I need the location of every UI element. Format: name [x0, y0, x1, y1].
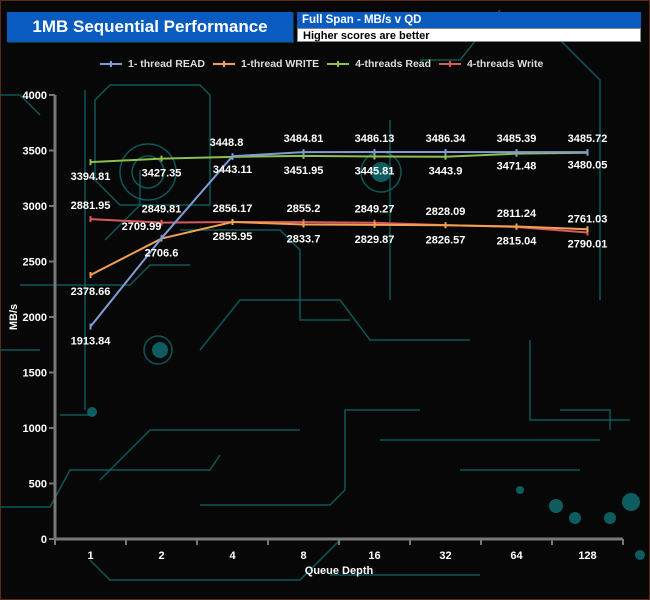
- circuit-trace: [0, 454, 221, 508]
- circuit-ring: [131, 155, 165, 189]
- x-tick-label: 32: [439, 550, 451, 562]
- legend-label: 4-threads Read: [355, 58, 432, 70]
- data-label: 3448.8: [210, 137, 244, 149]
- series-line-1t-write: [90, 220, 588, 276]
- y-tick-label: 2500: [23, 257, 47, 269]
- circuit-trace: [560, 409, 611, 430]
- y-tick-label: 0: [41, 534, 47, 546]
- circuit-trace: [104, 204, 141, 241]
- circuit-pad: [622, 493, 640, 511]
- chart-subtitle: Full Span - MB/s v QD: [297, 12, 641, 28]
- legend-label: 1- thread READ: [128, 58, 206, 70]
- circuit-trace: [99, 429, 300, 481]
- legend-swatch-1t-read: [100, 61, 122, 67]
- data-label: 2856.17: [213, 203, 253, 215]
- x-tick-label: 4: [229, 550, 236, 562]
- data-label: 3484.81: [284, 133, 324, 145]
- legend-label: 1-thread WRITE: [241, 58, 320, 70]
- data-label: 3485.39: [497, 133, 537, 145]
- circuit-pad: [635, 550, 645, 560]
- data-label: 2881.95: [71, 200, 111, 212]
- legend-swatch-4t-write: [439, 61, 462, 67]
- circuit-trace: [180, 229, 350, 321]
- data-label: 2855.2: [287, 203, 321, 215]
- data-label: 3485.72: [568, 133, 608, 145]
- data-label: 2761.03: [568, 214, 608, 226]
- y-tick-label: 4000: [23, 90, 47, 102]
- series-line-1t-read: [89, 151, 588, 328]
- circuit-trace: [94, 84, 211, 206]
- data-label: 2709.99: [122, 221, 162, 233]
- data-label: 2849.27: [355, 204, 395, 216]
- circuit-pad: [371, 162, 391, 182]
- data-label: 3471.48: [497, 161, 537, 173]
- data-label: 3451.95: [284, 165, 324, 177]
- data-label: 3427.35: [142, 168, 182, 180]
- circuit-trace: [529, 340, 630, 421]
- circuit-trace: [199, 299, 470, 351]
- y-tick-label: 2000: [23, 312, 47, 324]
- x-axis-label: Queue Depth: [305, 565, 374, 577]
- legend-swatch-4t-read: [327, 61, 350, 67]
- circuit-pad: [516, 486, 524, 494]
- circuit-ring: [143, 335, 173, 365]
- legend-item-4t-write: 4-threads Write: [439, 58, 543, 70]
- x-tick-label: 2: [158, 550, 164, 562]
- data-label: 2790.01: [568, 238, 608, 250]
- circuit-trace: [0, 94, 41, 116]
- circuit-trace: [20, 264, 190, 286]
- x-tick-label: 8: [300, 550, 306, 562]
- circuit-trace: [559, 39, 601, 300]
- data-label: 1913.84: [71, 336, 112, 348]
- data-label: 2815.04: [497, 236, 538, 248]
- data-label: 3443.11: [213, 164, 252, 176]
- legend-item-1t-write: 1-thread WRITE: [213, 58, 319, 70]
- data-label: 3480.05: [568, 160, 608, 172]
- y-tick-label: 1000: [23, 423, 47, 435]
- data-label: 2826.57: [426, 234, 466, 246]
- legend-label: 4-threads Write: [467, 58, 544, 70]
- y-tick-label: 1500: [23, 368, 47, 380]
- y-axis-label: MB/s: [8, 304, 20, 330]
- circuit-pad: [87, 407, 97, 417]
- circuit-trace: [200, 409, 420, 506]
- circuit-pad: [152, 342, 168, 358]
- circuit-ring: [119, 143, 177, 201]
- data-label: 2811.24: [497, 208, 537, 220]
- data-label: 3394.81: [71, 171, 111, 183]
- circuit-trace: [89, 539, 341, 581]
- circuit-pad: [569, 512, 581, 524]
- data-label: 3443.9: [429, 166, 463, 178]
- legend: 1- thread READ 1-thread WRITE 4-threads …: [100, 57, 543, 71]
- y-tick-label: 3000: [23, 201, 47, 213]
- x-tick-label: 1: [87, 550, 93, 562]
- y-tick-label: 500: [29, 479, 47, 491]
- data-label: 2829.87: [355, 234, 395, 246]
- x-tick-label: 64: [510, 550, 523, 562]
- y-tick-label: 3500: [23, 146, 47, 158]
- series-line-4t-read: [90, 151, 588, 164]
- legend-swatch-1t-write: [213, 61, 236, 67]
- circuit-pad: [549, 499, 563, 513]
- chart-title: 1MB Sequential Performance: [7, 12, 293, 42]
- x-tick-label: 16: [368, 550, 380, 562]
- data-label: 2828.09: [426, 206, 466, 218]
- data-label: 2855.95: [213, 231, 253, 243]
- chart-note: Higher scores are better: [297, 28, 641, 42]
- legend-item-4t-read: 4-threads Read: [327, 58, 431, 70]
- data-label: 3486.34: [426, 133, 467, 145]
- data-label: 3445.81: [355, 166, 395, 178]
- data-label: 2378.66: [71, 286, 111, 298]
- circuit-pad: [604, 512, 616, 524]
- data-label: 2849.81: [142, 204, 182, 216]
- x-tick-label: 128: [578, 550, 596, 562]
- data-label: 2833.7: [287, 233, 321, 245]
- legend-item-1t-read: 1- thread READ: [100, 58, 205, 70]
- data-label: 2706.6: [145, 248, 179, 260]
- data-label: 3486.13: [355, 133, 395, 145]
